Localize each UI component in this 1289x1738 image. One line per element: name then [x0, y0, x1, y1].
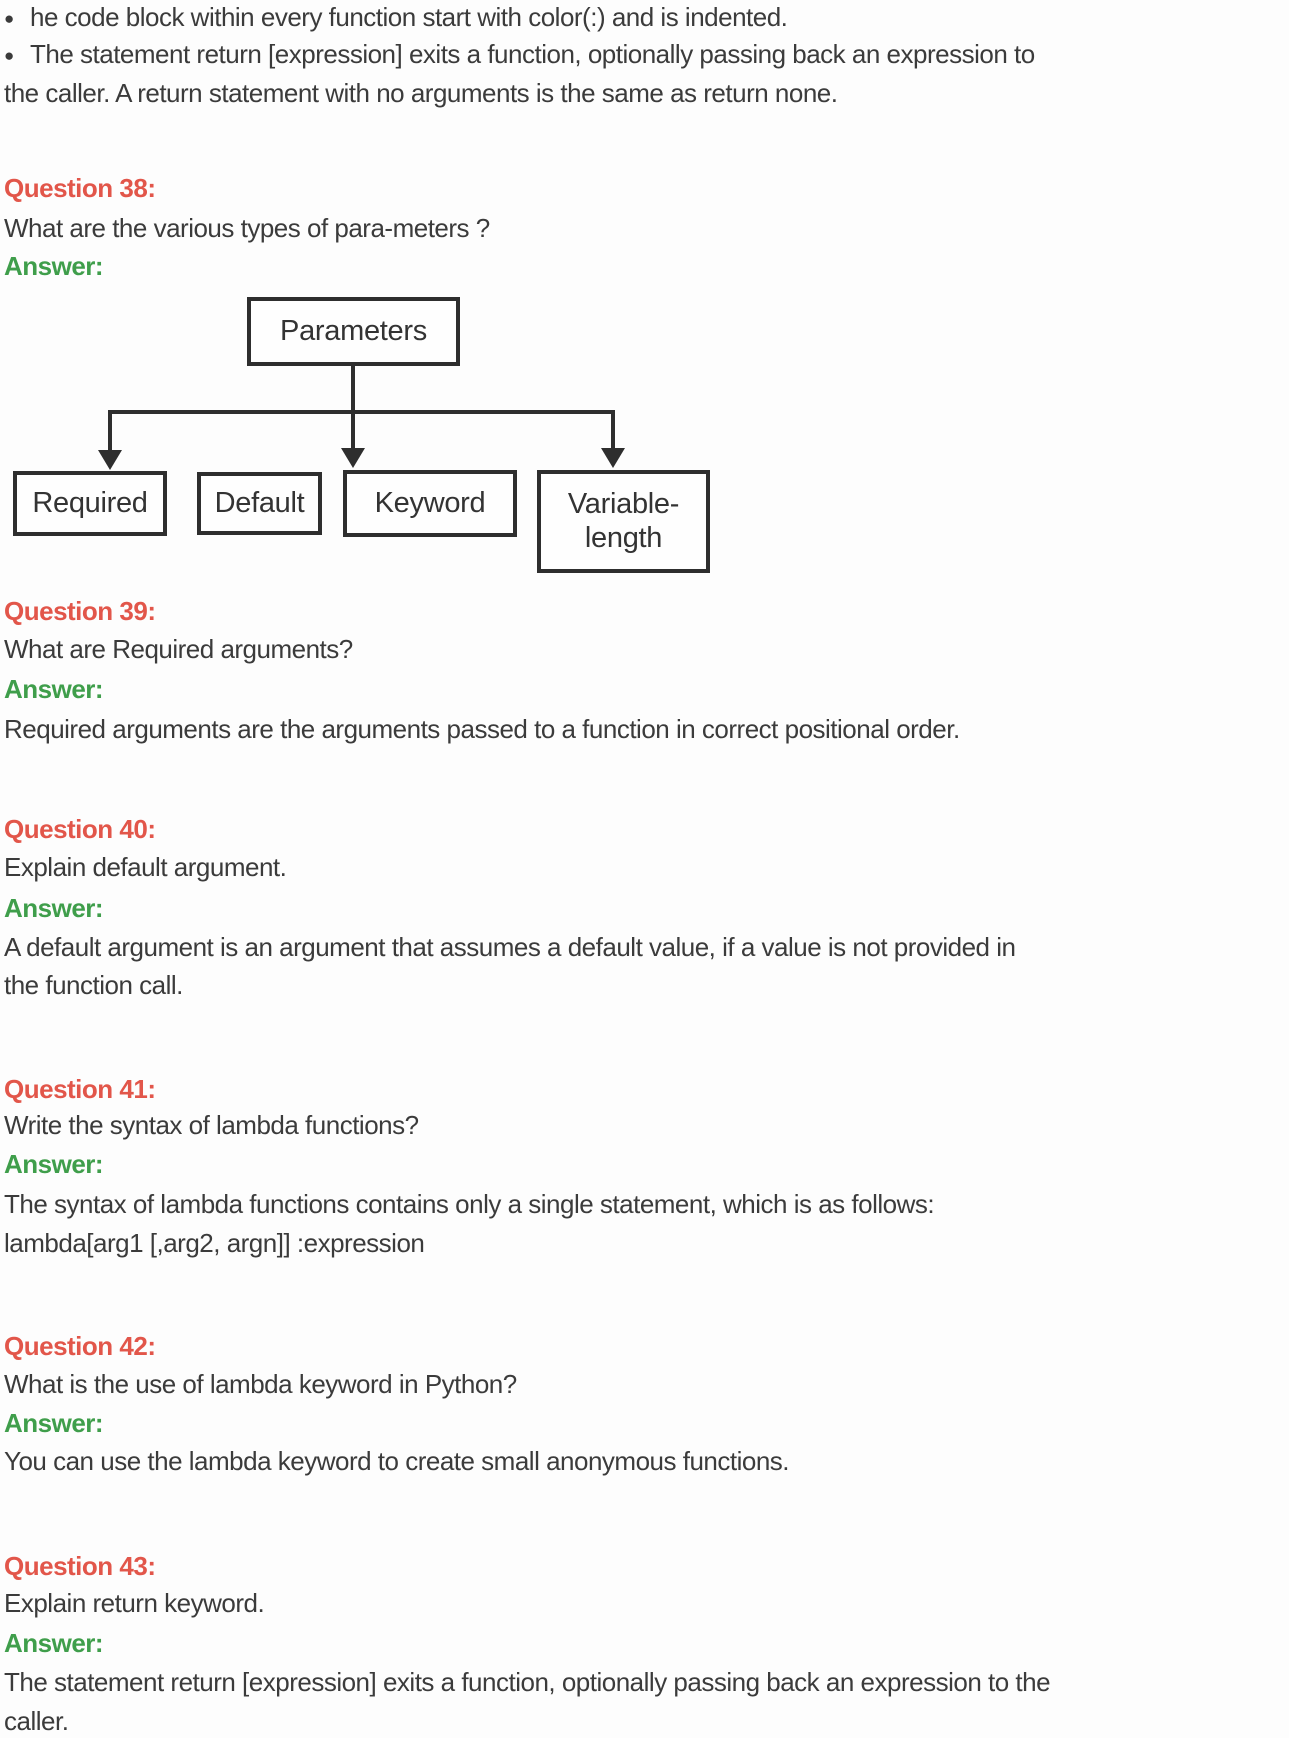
answer-text: caller.: [4, 1706, 69, 1736]
diagram-connector-line: [351, 366, 355, 450]
diagram-box-label: Variable-: [567, 488, 680, 521]
answer-label-41: Answer:: [4, 1149, 104, 1179]
answer-label-39: Answer:: [4, 674, 104, 704]
question-text-40: Explain default argument.: [4, 852, 287, 882]
paragraph-line: the caller. A return statement with no a…: [4, 78, 838, 108]
arrow-down-icon: [601, 448, 625, 468]
answer-text: You can use the lambda keyword to create…: [4, 1446, 790, 1476]
question-text-38: What are the various types of para-meter…: [4, 213, 490, 243]
bullet-item-text: The statement return [expression] exits …: [30, 39, 1035, 69]
arrow-down-icon: [98, 450, 122, 470]
diagram-box-variable-length: Variable- length: [537, 470, 710, 573]
question-heading-38: Question 38:: [4, 173, 156, 203]
answer-label-42: Answer:: [4, 1408, 104, 1438]
question-heading-42: Question 42:: [4, 1331, 156, 1361]
question-heading-43: Question 43:: [4, 1551, 156, 1581]
answer-text: A default argument is an argument that a…: [4, 932, 1016, 962]
diagram-box-label: Parameters: [280, 314, 427, 347]
answer-label-38: Answer:: [4, 251, 104, 281]
bullet-item-text: he code block within every function star…: [30, 2, 788, 32]
diagram-connector-line: [108, 410, 615, 414]
diagram-connector-line: [611, 410, 615, 450]
diagram-box-keyword: Keyword: [343, 470, 517, 537]
answer-text: lambda[arg1 [,arg2, argn]] :expression: [4, 1228, 425, 1258]
answer-text: the function call.: [4, 970, 183, 1000]
arrow-down-icon: [341, 448, 365, 468]
answer-label-40: Answer:: [4, 893, 104, 923]
question-heading-41: Question 41:: [4, 1074, 156, 1104]
question-heading-39: Question 39:: [4, 596, 156, 626]
diagram-box-required: Required: [13, 471, 167, 536]
question-text-41: Write the syntax of lambda functions?: [4, 1110, 419, 1140]
diagram-box-default: Default: [197, 472, 322, 535]
answer-label-43: Answer:: [4, 1628, 104, 1658]
question-text-39: What are Required arguments?: [4, 634, 353, 664]
answer-text: The syntax of lambda functions contains …: [4, 1189, 935, 1219]
bullet-list-item: ● he code block within every function sta…: [4, 0, 788, 36]
bullet-icon: ●: [4, 46, 14, 65]
diagram-box-label: Required: [32, 486, 148, 519]
diagram-box-label: Keyword: [374, 486, 486, 519]
bullet-list-item: ● The statement return [expression] exits…: [4, 37, 1035, 73]
bullet-icon: ●: [4, 9, 14, 28]
question-heading-40: Question 40:: [4, 814, 156, 844]
diagram-box-label: Default: [214, 486, 305, 519]
question-text-42: What is the use of lambda keyword in Pyt…: [4, 1369, 517, 1399]
question-text-43: Explain return keyword.: [4, 1588, 265, 1618]
answer-text: Required arguments are the arguments pas…: [4, 714, 960, 744]
diagram-connector-line: [108, 410, 112, 452]
answer-text: The statement return [expression] exits …: [4, 1667, 1051, 1697]
diagram-box-parameters: Parameters: [247, 297, 460, 366]
diagram-box-label: length: [584, 521, 663, 554]
